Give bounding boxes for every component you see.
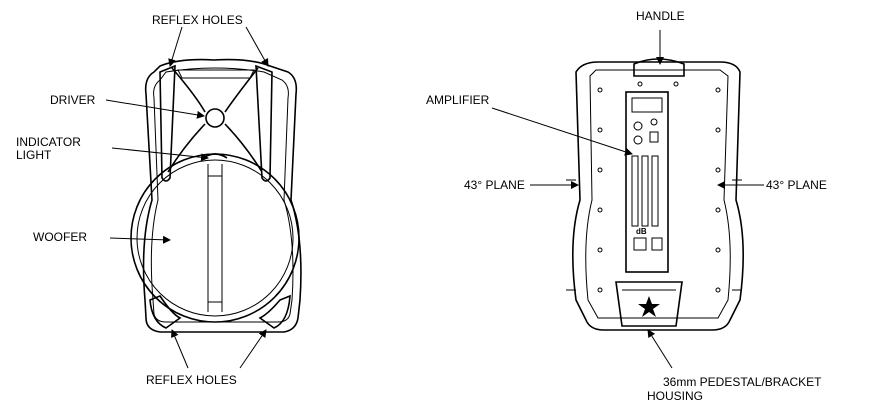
rear-cabinet-outline xyxy=(572,61,744,331)
label-handle: HANDLE xyxy=(636,9,685,23)
grille-brace xyxy=(167,67,263,173)
star-icon xyxy=(638,296,660,317)
label-indicator-light-line1: INDICATOR xyxy=(16,135,81,149)
reflex-hole-top-right xyxy=(255,64,273,182)
driver xyxy=(205,108,225,128)
label-plane-left: 43° PLANE xyxy=(464,178,525,192)
front-speaker xyxy=(130,58,302,333)
power-inlet-icon xyxy=(633,237,647,251)
label-plane-right: 43° PLANE xyxy=(766,178,827,192)
xlr-input-icon xyxy=(633,121,643,131)
power-switch-icon xyxy=(651,237,663,251)
reflex-hole-top-left xyxy=(159,64,176,182)
label-indicator-light-line2: LIGHT xyxy=(16,148,52,162)
rear-screws xyxy=(597,81,721,293)
amplifier-panel xyxy=(625,91,669,273)
label-reflex-holes-top: REFLEX HOLES xyxy=(152,13,243,27)
rear-handle xyxy=(633,58,685,77)
reflex-hole-bottom-left xyxy=(149,295,182,329)
woofer-ring-inner xyxy=(136,159,294,317)
leader-lines xyxy=(105,26,764,369)
panel-logo: dB xyxy=(636,227,647,236)
label-amplifier: AMPLIFIER xyxy=(426,93,490,107)
label-driver: DRIVER xyxy=(50,93,96,107)
label-pedestal-line1: 36mm PEDESTAL/BRACKET xyxy=(663,375,822,389)
reflex-hole-bottom-right xyxy=(258,294,291,329)
label-reflex-holes-bottom: REFLEX HOLES xyxy=(146,373,237,387)
label-woofer: WOOFER xyxy=(33,230,87,244)
rear-speaker xyxy=(566,58,744,331)
label-pedestal-line2: HOUSING xyxy=(647,389,704,403)
pedestal-housing xyxy=(615,281,683,327)
front-cabinet-outline xyxy=(142,58,302,333)
